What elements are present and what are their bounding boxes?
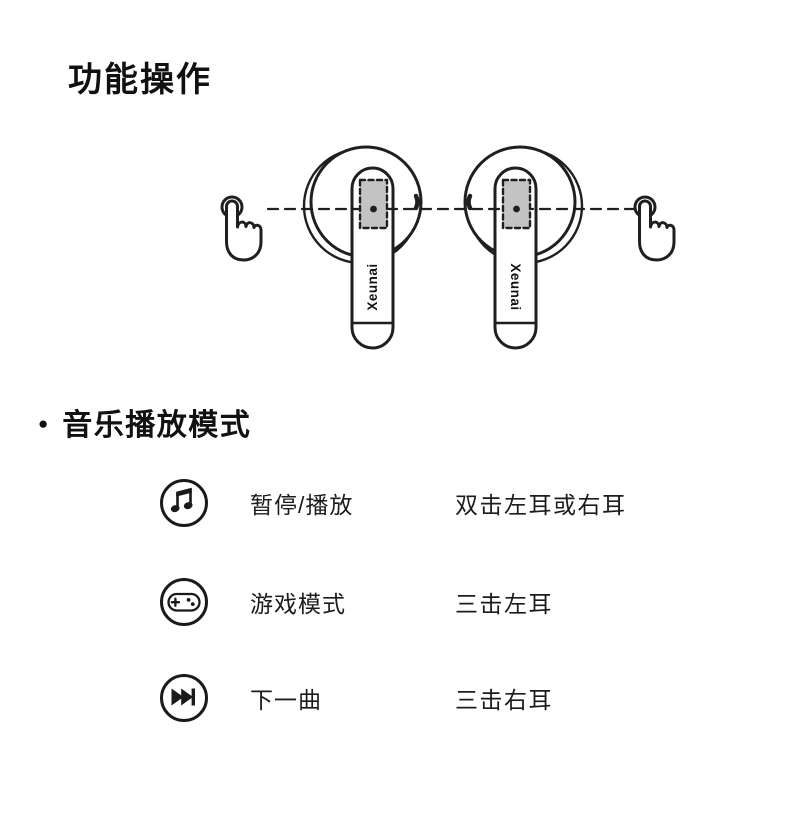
- earbuds-illustration: Xeunai Xeunai: [220, 145, 676, 350]
- music-note-icon: [160, 479, 208, 527]
- gesture-row-pause-play: 暂停/播放 双击左耳或右耳: [158, 477, 627, 529]
- right-touchpad: [501, 178, 532, 230]
- gesture-label: 暂停/播放: [250, 492, 354, 518]
- gesture-row-game-mode: 游戏模式 三击左耳: [158, 576, 553, 628]
- right-earbud-side-mark: [466, 193, 473, 211]
- left-earbud-brand-text: Xeunai: [365, 263, 380, 310]
- section-heading: ● 音乐播放模式: [38, 400, 251, 444]
- gesture-label: 游戏模式: [250, 591, 346, 617]
- gesture-action: 三击右耳: [455, 687, 553, 713]
- right-tap-hand-icon: [633, 195, 676, 262]
- left-touchpad-dot: [370, 205, 377, 213]
- left-touchpad: [358, 178, 389, 230]
- right-earbud-brand-text: Xeunai: [508, 263, 523, 310]
- bullet-marker: ●: [38, 414, 49, 433]
- section-heading-text: 音乐播放模式: [62, 409, 252, 442]
- gesture-row-next-track: 下一曲 三击右耳: [158, 672, 553, 724]
- right-earbud: Xeunai: [463, 145, 584, 350]
- game-controller-icon: [160, 578, 208, 626]
- gesture-action: 三击左耳: [455, 591, 553, 617]
- next-track-icon: [160, 674, 208, 722]
- left-tap-hand-icon: [220, 195, 263, 262]
- left-earbud-side-mark: [413, 193, 420, 211]
- page-title: 功能操作: [68, 61, 212, 99]
- left-earbud: Xeunai: [302, 145, 423, 350]
- right-touchpad-dot: [513, 205, 520, 213]
- gesture-label: 下一曲: [250, 687, 322, 713]
- gesture-action: 双击左耳或右耳: [455, 492, 627, 518]
